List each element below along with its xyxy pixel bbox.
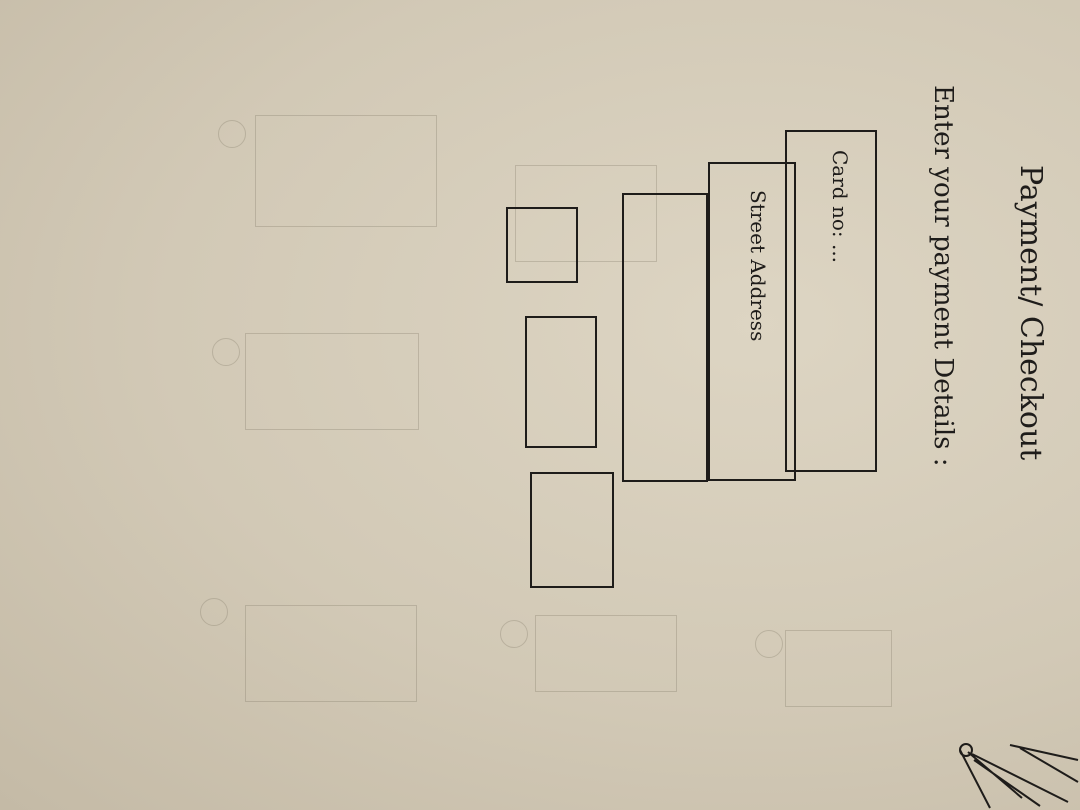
ghost-box: [245, 333, 419, 430]
option-box-1[interactable]: [506, 207, 578, 283]
page-subtitle: Enter your payment Details :: [928, 85, 958, 467]
ghost-box: [785, 630, 892, 707]
ghost-box: [535, 615, 677, 692]
ghost-circle: [755, 630, 783, 658]
ghost-circle: [200, 598, 228, 626]
page-title: Payment/ Checkout: [1013, 165, 1048, 461]
input-field-blank[interactable]: [622, 193, 708, 482]
option-box-3[interactable]: [530, 472, 614, 588]
ghost-circle: [218, 120, 246, 148]
ghost-circle: [500, 620, 528, 648]
ghost-box: [245, 605, 417, 702]
card-number-label: Card no: ...: [828, 150, 852, 264]
street-address-label: Street Address: [746, 190, 770, 342]
ghost-box: [255, 115, 437, 227]
ghost-box: [515, 165, 657, 262]
card-number-field[interactable]: [785, 130, 877, 472]
corner-scribble: [959, 743, 1079, 809]
ghost-circle: [212, 338, 240, 366]
option-box-2[interactable]: [525, 316, 597, 448]
street-address-field[interactable]: [708, 162, 796, 481]
